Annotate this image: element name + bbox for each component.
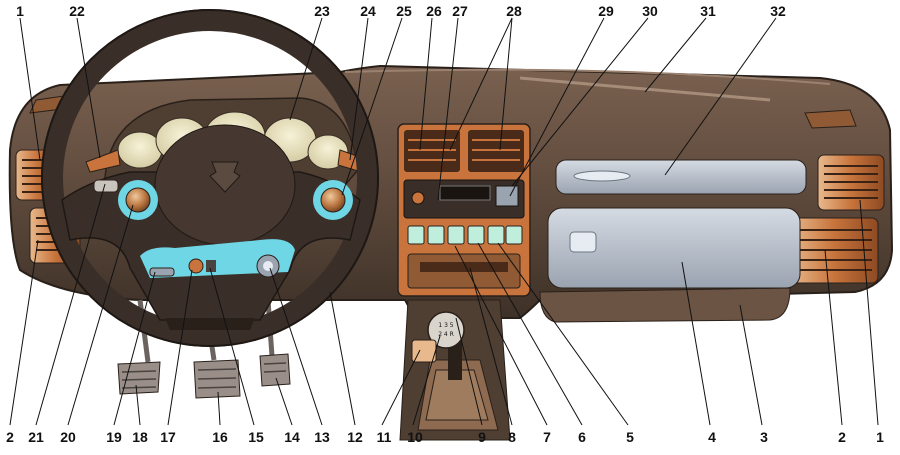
callout-top-23: 23 <box>314 3 330 19</box>
right-side-vents <box>789 154 885 284</box>
leader-lines <box>9 17 879 426</box>
center-console <box>397 123 531 297</box>
callout-bottom-19: 19 <box>106 429 122 445</box>
callout-bottom-8: 8 <box>508 429 516 445</box>
callout-bottom-11: 11 <box>376 429 392 445</box>
callout-bottom-16: 16 <box>212 429 228 445</box>
callout-top-30: 30 <box>642 3 658 19</box>
callout-top-22: 22 <box>69 3 85 19</box>
glove-boxes <box>539 159 807 323</box>
callout-bottom-18: 18 <box>132 429 148 445</box>
gear-pattern-row1: 1 3 5 <box>438 322 453 329</box>
callout-top-29: 29 <box>598 3 614 19</box>
callout-bottom-10: 10 <box>407 429 423 445</box>
callout-bottom-12: 12 <box>347 429 363 445</box>
callout-bottom-20: 20 <box>60 429 76 445</box>
callout-bottom-15: 15 <box>248 429 264 445</box>
callout-bottom-14: 14 <box>284 429 300 445</box>
gear-shifter: 1 3 5 2 4 R <box>399 299 511 441</box>
callout-top-1: 1 <box>16 3 24 19</box>
callout-top-28: 28 <box>506 3 522 19</box>
callout-bottom-1-right: 1 <box>876 429 884 445</box>
gear-pattern-row2: 2 4 R <box>438 331 454 338</box>
callout-bottom-4: 4 <box>708 429 716 445</box>
callout-bottom-2-right: 2 <box>838 429 846 445</box>
callout-top-24: 24 <box>360 3 376 19</box>
callout-top-32: 32 <box>770 3 786 19</box>
callout-top-26: 26 <box>426 3 442 19</box>
callout-bottom-21: 21 <box>28 429 44 445</box>
callout-bottom-7: 7 <box>543 429 551 445</box>
callout-bottom-3: 3 <box>760 429 768 445</box>
callout-bottom-17: 17 <box>160 429 176 445</box>
callout-bottom-5: 5 <box>626 429 634 445</box>
callout-bottom-6: 6 <box>578 429 586 445</box>
callout-bottom-13: 13 <box>314 429 330 445</box>
callout-top-27: 27 <box>452 3 468 19</box>
steering-wheel <box>41 9 379 347</box>
callout-top-31: 31 <box>700 3 716 19</box>
callout-bottom-9: 9 <box>478 429 486 445</box>
callout-bottom-2: 2 <box>6 429 14 445</box>
callout-top-25: 25 <box>396 3 412 19</box>
